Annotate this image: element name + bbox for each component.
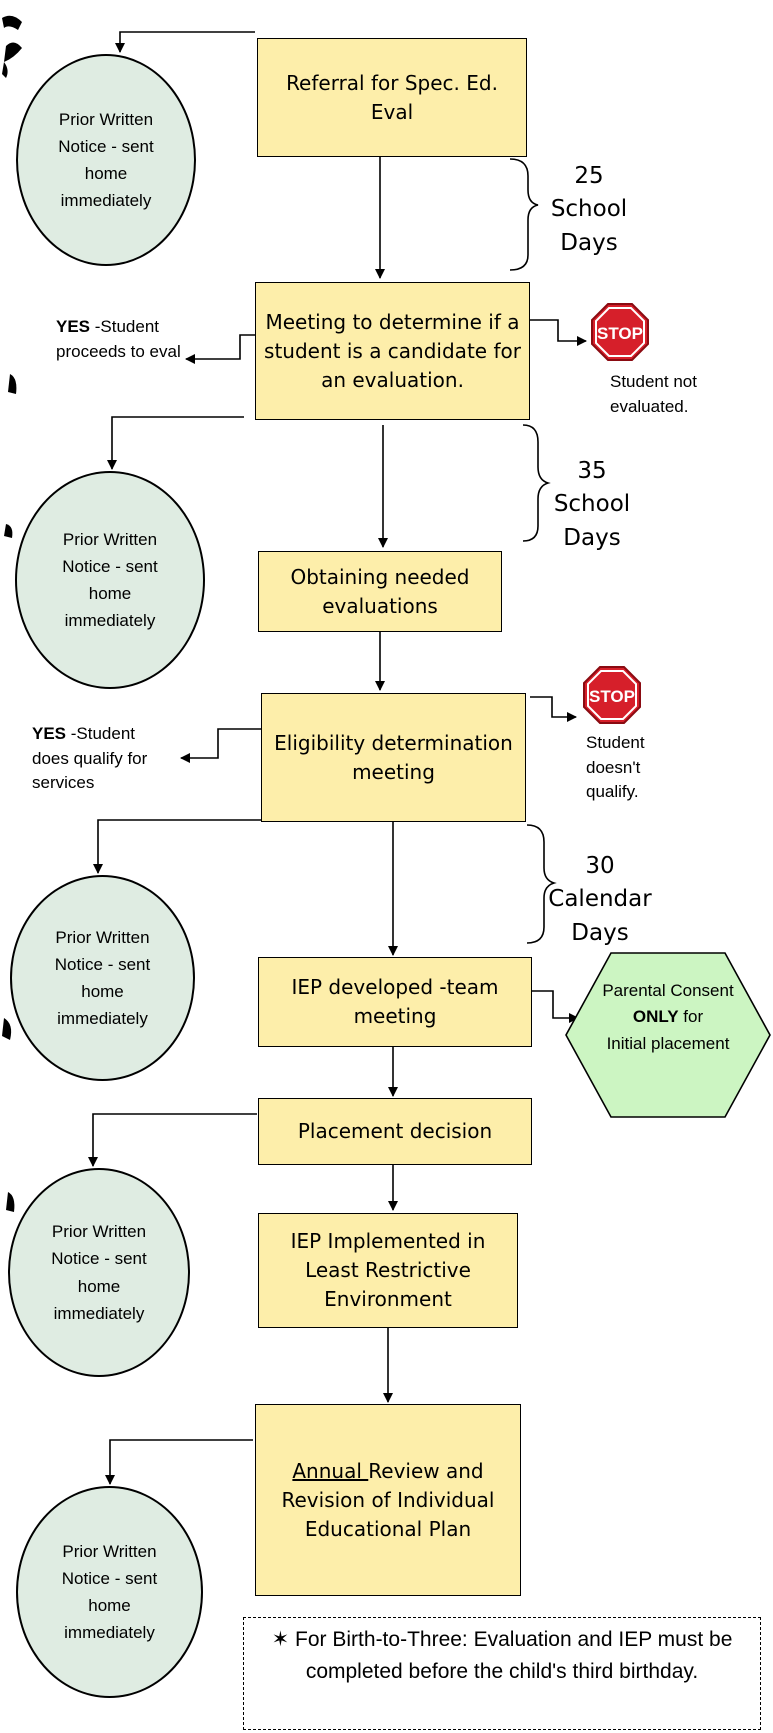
arrow-to-notice-3 — [93, 819, 262, 874]
yes-label: YES — [32, 724, 67, 743]
arrow-stop-1 — [530, 319, 587, 346]
step-candidate-meeting-label: Meeting to determine if a student is a c… — [264, 309, 521, 392]
timeline-unit-1: School — [550, 196, 628, 223]
edge-marks — [2, 15, 22, 1212]
prior-notice-5: Prior Written Notice - sent home immedia… — [16, 1486, 203, 1698]
step-iep-implemented: IEP Implemented in Least Restrictive Env… — [258, 1213, 518, 1328]
stop-note-text: Student not evaluated. — [610, 372, 697, 416]
step-obtaining-evaluations: Obtaining needed evaluations — [258, 551, 502, 632]
yes-note-proceeds: YES -Student proceeds to eval — [56, 315, 191, 364]
timeline-unit-2: Days — [560, 229, 618, 256]
consent-only: ONLY — [632, 1007, 679, 1027]
prior-notice-5-label: Prior Written Notice - sent home immedia… — [61, 1541, 158, 1643]
step-candidate-meeting: Meeting to determine if a student is a c… — [255, 282, 530, 420]
prior-notice-1-label: Prior Written Notice - sent home immedia… — [58, 109, 154, 211]
step-iep-developed: IEP developed -team meeting — [258, 957, 532, 1047]
stop-note-not-evaluated: Student not evaluated. — [610, 370, 710, 419]
timeline-number: 30 — [585, 853, 615, 879]
step-placement-decision: Placement decision — [258, 1098, 532, 1165]
brace-25 — [509, 158, 539, 271]
consent-only-line: ONLY for — [598, 1004, 738, 1030]
timeline-30-calendar-days: 30 Calendar Days — [540, 850, 660, 950]
footnote-text: For Birth-to-Three: Evaluation and IEP m… — [289, 1628, 733, 1683]
arrow-to-notice-4 — [88, 1113, 257, 1167]
step-eligibility-meeting: Eligibility determination meeting — [261, 693, 526, 822]
timeline-unit-2: Days — [563, 524, 621, 551]
arrow-to-notice-1 — [115, 31, 255, 53]
arrow-stop-2 — [530, 696, 577, 722]
step-implemented-label: IEP Implemented in Least Restrictive Env… — [290, 1229, 486, 1311]
yes-text: -Student proceeds to eval — [56, 317, 181, 361]
prior-notice-3: Prior Written Notice - sent home immedia… — [10, 875, 195, 1081]
birth-to-three-footnote: ✶ For Birth-to-Three: Evaluation and IEP… — [243, 1617, 761, 1730]
stop-sign-icon: STOP — [583, 666, 641, 724]
arrow-to-notice-2 — [107, 416, 244, 470]
consent-rest: Initial placement — [606, 1033, 730, 1053]
prior-notice-1: Prior Written Notice - sent home immedia… — [16, 54, 196, 266]
stop-note-doesnt-qualify: Student doesn't qualify. — [586, 731, 671, 805]
star-icon: ✶ — [271, 1628, 290, 1651]
timeline-number: 35 — [577, 458, 607, 484]
prior-notice-2: Prior Written Notice - sent home immedia… — [15, 471, 205, 689]
timeline-25-school-days: 25 School Days — [539, 160, 639, 260]
stop-sign-icon: STOP — [591, 303, 649, 361]
timeline-35-school-days: 35 School Days — [542, 455, 642, 555]
parental-consent-text: Parental Consent ONLY for Initial placem… — [598, 978, 738, 1057]
timeline-unit-2: Days — [571, 919, 629, 946]
yes-text: -Student does qualify for services — [32, 724, 148, 793]
consent-for: for — [678, 1007, 704, 1027]
stop-note-text: Student doesn't qualify. — [586, 733, 645, 802]
step-eligibility-label: Eligibility determination meeting — [274, 730, 513, 784]
step-placement-label: Placement decision — [297, 1119, 493, 1143]
yes-label: YES — [56, 317, 91, 336]
timeline-number: 25 — [574, 163, 604, 189]
annual-rest: Review and Revision of Individual Educat… — [281, 1458, 495, 1541]
prior-notice-3-label: Prior Written Notice - sent home immedia… — [54, 927, 151, 1029]
prior-notice-4-label: Prior Written Notice - sent home immedia… — [51, 1222, 147, 1323]
arrow-consent — [532, 990, 579, 1023]
yes-note-qualifies: YES -Student does qualify for services — [32, 722, 172, 796]
brace-30 — [526, 824, 557, 944]
timeline-unit-1: Calendar — [548, 886, 652, 913]
prior-notice-4: Prior Written Notice - sent home immedia… — [8, 1168, 190, 1377]
brace-35 — [522, 424, 551, 542]
prior-notice-2-label: Prior Written Notice - sent home immedia… — [62, 529, 158, 631]
annual-underlined: Annual — [292, 1458, 369, 1483]
parental-consent-hexagon — [565, 952, 771, 1118]
stop-sign-text: STOP — [597, 324, 643, 343]
step-obtaining-label: Obtaining needed evaluations — [290, 564, 470, 618]
arrow-to-notice-5 — [105, 1439, 253, 1485]
timeline-unit-1: School — [553, 491, 631, 518]
arrow-yes-1 — [185, 334, 255, 364]
consent-line1: Parental Consent — [602, 981, 734, 1000]
step-iep-developed-label: IEP developed -team meeting — [291, 975, 499, 1028]
step-referral-label: Referral for Spec. Ed. Eval — [286, 70, 498, 124]
step-annual-label: Annual Review and Revision of Individual… — [260, 1457, 516, 1544]
step-referral: Referral for Spec. Ed. Eval — [257, 38, 527, 157]
arrow-yes-2 — [180, 728, 261, 763]
stop-sign-text: STOP — [589, 687, 635, 706]
step-annual-review: Annual Review and Revision of Individual… — [255, 1404, 521, 1596]
